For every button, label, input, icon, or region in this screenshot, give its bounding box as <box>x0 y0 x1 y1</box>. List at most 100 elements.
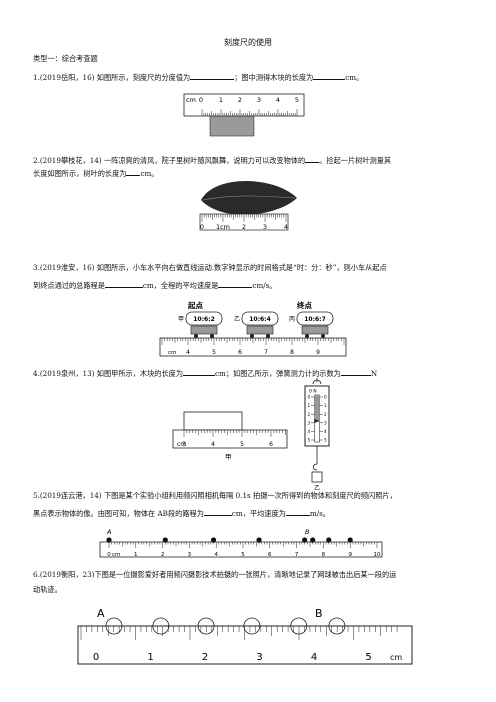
q4-text-a: 4.(2019泉州，13) 如图甲所示，木块的长度为 <box>33 369 184 378</box>
q4-blank-2[interactable] <box>340 368 371 376</box>
question-6-line-2: 动轨迹。 <box>33 585 62 594</box>
q2-text-a: 2.(2019攀枝花，14) 一阵凉爽的清风，院子里树叶随风飘舞，说明力可以改变… <box>33 156 306 165</box>
q3-blank-2[interactable] <box>218 280 253 288</box>
clock-face <box>241 311 279 326</box>
ruler-number: 4 <box>276 96 280 104</box>
ruler-number: 9 <box>316 349 320 356</box>
object-dot <box>310 537 316 543</box>
ruler-body <box>99 541 383 558</box>
ruler-ticks <box>201 109 298 116</box>
tennis-ball <box>328 617 346 635</box>
section-heading: 类型一：综合考查题 <box>33 54 98 63</box>
gauge-number: 4 <box>324 429 327 434</box>
q1-unit: cm。 <box>345 73 364 82</box>
gauge-number: 4 <box>308 429 311 434</box>
ruler-ticks <box>161 338 345 345</box>
object-dot <box>106 537 112 543</box>
wood-block <box>183 411 243 431</box>
q2-unit: cm。 <box>140 169 159 178</box>
q1-text-b: ；图中测得木块的长度为 <box>234 73 314 82</box>
ruler-number: 2 <box>238 96 242 104</box>
ruler-number: 2 <box>202 652 208 663</box>
ruler-number: 8 <box>290 349 294 356</box>
ruler-number: 6 <box>238 349 242 356</box>
q3-unit: cm/s。 <box>252 281 277 290</box>
cart-clock: 10:6:7丙 <box>289 311 334 338</box>
q5-text-b: cm，平均速度为 <box>231 509 286 518</box>
weight <box>311 471 323 483</box>
cart-clock: 10:6:4乙 <box>234 311 279 338</box>
ruler-number: 1 <box>219 96 223 104</box>
q5-text-a: 黑点表示物体的像。由图可知，物体在 AB段的路程为 <box>33 509 204 518</box>
ruler-number: 3 <box>263 223 267 231</box>
ruler-number: 1 <box>134 552 138 558</box>
q5-blank-2[interactable] <box>285 508 310 516</box>
start-label: 起点 <box>187 300 203 310</box>
ruler-unit: cm <box>186 96 196 104</box>
gauge-number: 0 <box>308 395 311 400</box>
wheel <box>321 334 325 338</box>
cart-clock: 10:6:2甲 <box>178 311 223 338</box>
ruler-ticks <box>80 626 398 640</box>
object-dot <box>302 537 308 543</box>
question-2-line-2: 长度如图所示，树叶的长度为 cm。 <box>33 168 158 178</box>
q2-blank-2[interactable] <box>126 168 141 176</box>
ruler-number: 5 <box>212 349 216 356</box>
q1-blank-1[interactable] <box>190 72 235 80</box>
hook-bottom <box>312 463 318 471</box>
clock-time: 10:6:2 <box>193 316 215 323</box>
tennis-ball <box>197 617 215 635</box>
gauge-number: 2 <box>308 412 311 417</box>
gauge-number: 5 <box>308 438 311 443</box>
q5-blank-1[interactable] <box>203 508 232 516</box>
gauge-top-label: 0 N <box>309 389 317 395</box>
ruler-unit: cm <box>168 350 176 356</box>
clock-name: 丙 <box>289 316 295 323</box>
gauge-number: 2 <box>324 412 327 417</box>
ruler-ticks <box>183 430 286 437</box>
question-3-line-2: 到终点通过的总路程是 cm，全程的平均速度是 cm/s。 <box>33 280 277 290</box>
page-title: 刻度尺的使用 <box>224 38 272 47</box>
ruler-number: 3 <box>188 552 192 558</box>
wheel <box>305 334 309 338</box>
q3-text-a: 到终点通过的总路程是 <box>33 281 105 290</box>
q1-blank-2[interactable] <box>313 72 346 80</box>
q2-blank-1[interactable] <box>305 155 320 163</box>
q4-blank-1[interactable] <box>183 368 216 376</box>
object-dot <box>256 537 262 543</box>
ruler-number: 0 <box>93 652 99 663</box>
ruler-number: 4 <box>186 349 190 356</box>
object-dot <box>347 537 353 543</box>
ruler-number: 1 <box>147 652 153 663</box>
q3-blank-1[interactable] <box>104 280 143 288</box>
tennis-ball <box>290 617 308 635</box>
ruler-number: 4 <box>284 223 288 231</box>
gauge-number: 3 <box>324 420 327 425</box>
q3-text-b: cm，全程的平均速度是 <box>142 281 219 290</box>
question-2-line-1: 2.(2019攀枝花，14) 一阵凉爽的清风，院子里树叶随风飘舞，说明力可以改变… <box>33 155 391 165</box>
ruler-body <box>172 429 288 449</box>
clock-face <box>296 311 334 326</box>
ruler-number: 5 <box>295 96 299 104</box>
gauge-number: 1 <box>324 403 327 408</box>
clock-time: 10:6:4 <box>249 316 271 323</box>
q2-text-c: 长度如图所示，树叶的长度为 <box>33 169 127 178</box>
wheel <box>250 334 254 338</box>
ruler-number: 6 <box>268 552 272 558</box>
q4-unit: N <box>370 369 378 378</box>
object-dot <box>326 537 332 543</box>
ruler-number: 5 <box>241 552 245 558</box>
gauge-number: 3 <box>308 420 311 425</box>
cart-body <box>301 325 329 335</box>
ruler-number: 5 <box>240 441 244 448</box>
ruler-number: 7 <box>295 552 299 558</box>
ruler-unit: cm <box>390 653 402 662</box>
